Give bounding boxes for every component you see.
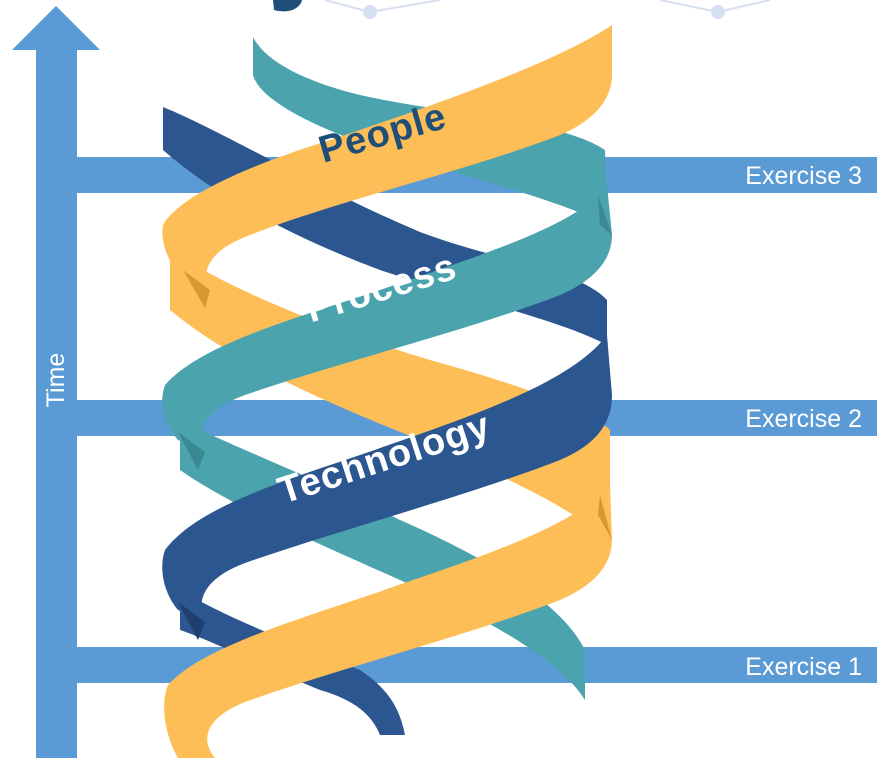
ribbon-fold-shadow xyxy=(178,432,205,470)
helix-front xyxy=(162,25,612,758)
title-fragment xyxy=(273,0,302,12)
time-axis-shaft xyxy=(36,46,77,758)
technology-ribbon-front xyxy=(162,335,612,622)
time-axis-arrowhead-icon xyxy=(12,6,100,50)
ribbon-fold-shadow xyxy=(598,495,612,540)
exercise-3-label: Exercise 3 xyxy=(745,162,862,190)
people-ribbon-front xyxy=(164,485,612,758)
process-ribbon-front xyxy=(162,185,612,452)
network-node xyxy=(711,5,725,19)
people-ribbon-front xyxy=(162,25,612,290)
network-decoration xyxy=(324,0,771,19)
time-arrow xyxy=(12,6,100,758)
ribbon-fold-shadow xyxy=(598,195,612,235)
time-axis-label: Time xyxy=(42,353,70,408)
exercise-2-label: Exercise 2 xyxy=(745,405,862,433)
ribbon-fold-shadow xyxy=(183,270,210,308)
exercise-1-label: Exercise 1 xyxy=(745,653,862,681)
network-node xyxy=(363,5,377,19)
ribbon-fold-shadow xyxy=(178,602,205,640)
